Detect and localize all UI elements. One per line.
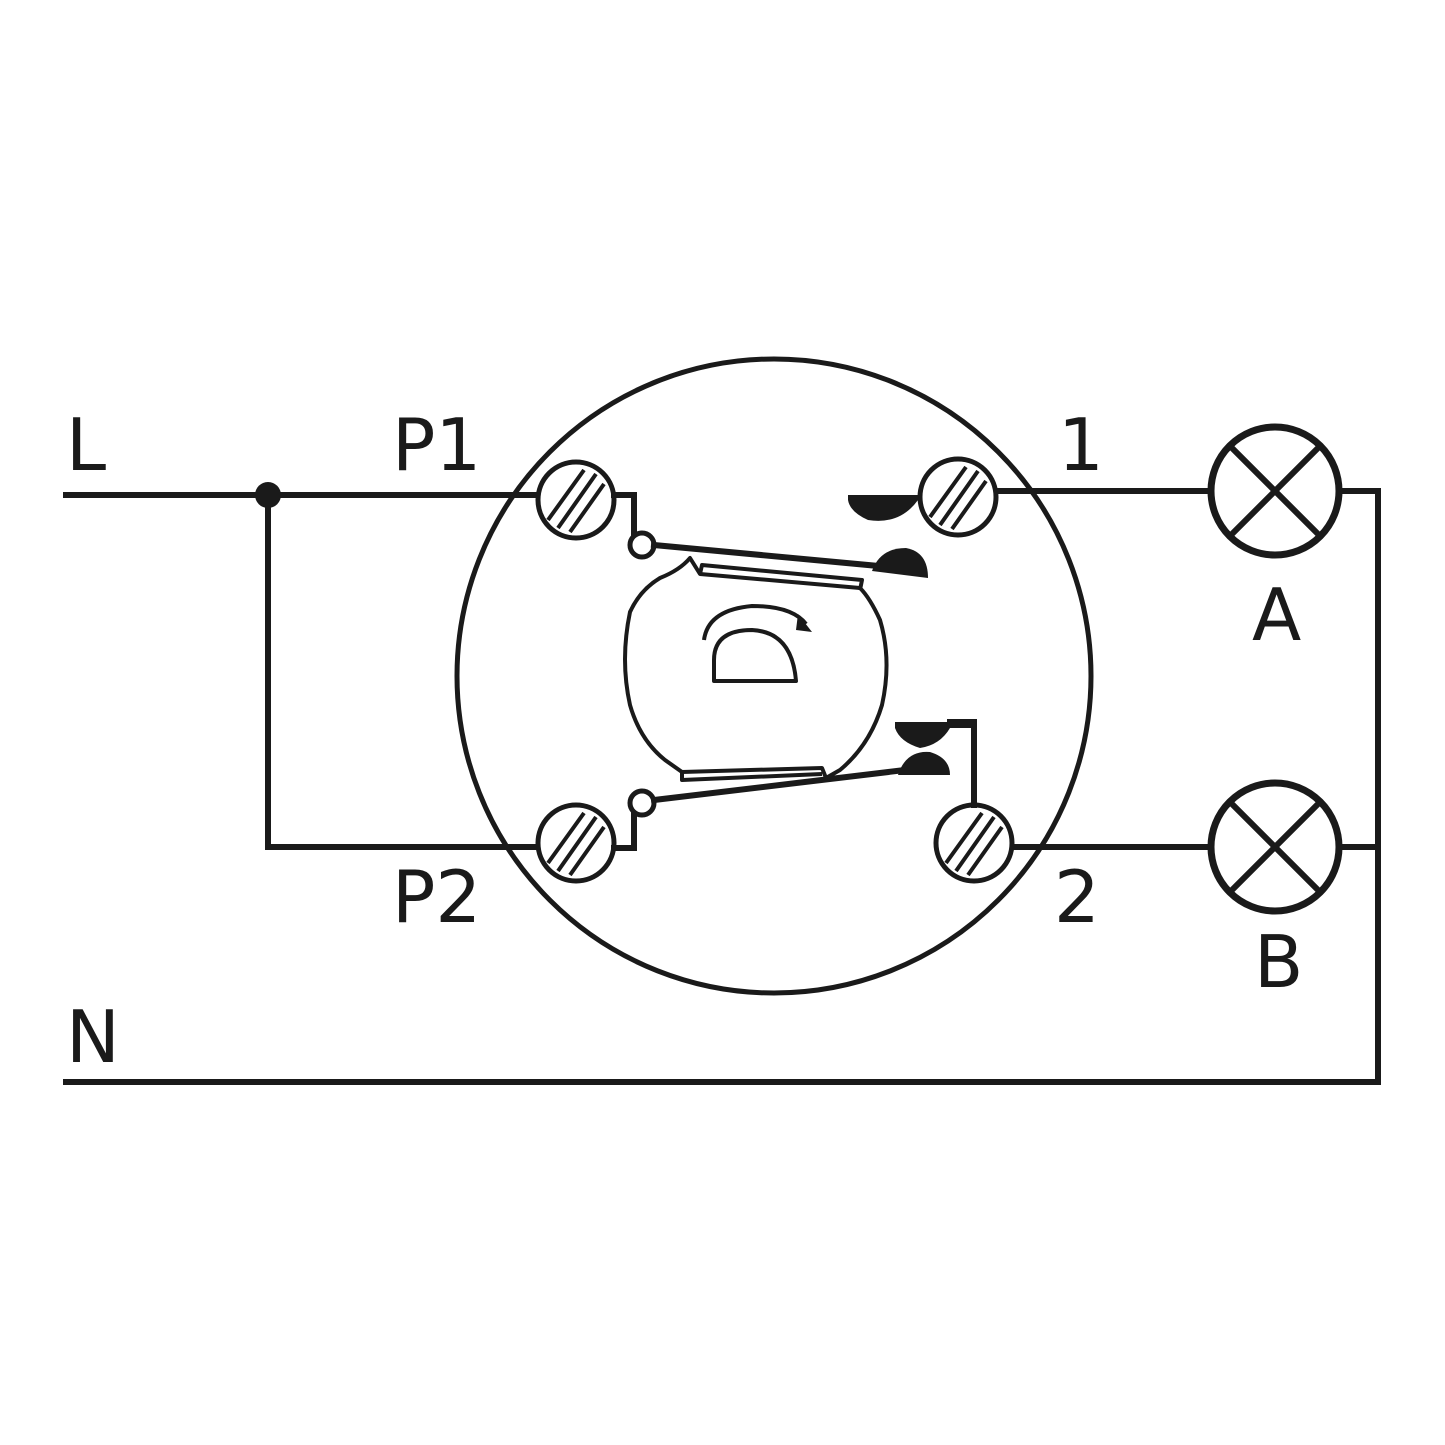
upper-arm-lead [611, 492, 637, 536]
lower-arm-lead [611, 811, 637, 851]
label-lamp-a: A [1252, 573, 1301, 657]
rotation-arrow-head [796, 614, 812, 632]
rotation-arrow [702, 604, 808, 641]
terminal-p1 [535, 459, 617, 541]
label-p2: P2 [392, 855, 481, 939]
label-output-2: 2 [1054, 855, 1100, 939]
label-p1: P1 [392, 403, 481, 487]
lower-pivot [627, 788, 657, 818]
upper-moving-contact [872, 548, 928, 578]
lower-contact-arm [650, 766, 909, 804]
fixed-contact-2 [895, 722, 972, 748]
actuator-dome [712, 628, 798, 683]
label-neutral: N [66, 995, 120, 1079]
terminal-p2 [535, 802, 617, 884]
rocker-upper-bar [698, 563, 864, 591]
upper-pivot [627, 530, 657, 560]
rocker-mechanism [623, 556, 889, 780]
switch-body [454, 356, 1094, 996]
label-lamp-b: B [1254, 920, 1303, 1004]
lamp-b [1207, 779, 1343, 915]
label-line: L [66, 403, 106, 487]
upper-contact-arm [650, 541, 904, 572]
fixed-contact-2-lead [947, 719, 977, 808]
fixed-contact-1 [848, 495, 918, 521]
rocker-lower-bar [680, 772, 823, 782]
lamp-a [1207, 423, 1343, 559]
label-output-1: 1 [1058, 403, 1104, 487]
terminal-output-2 [933, 802, 1015, 884]
lower-moving-contact [898, 751, 950, 775]
terminal-output-1 [917, 456, 999, 538]
wire-neutral [63, 488, 1381, 1085]
wire-line-to-p2 [265, 492, 543, 850]
